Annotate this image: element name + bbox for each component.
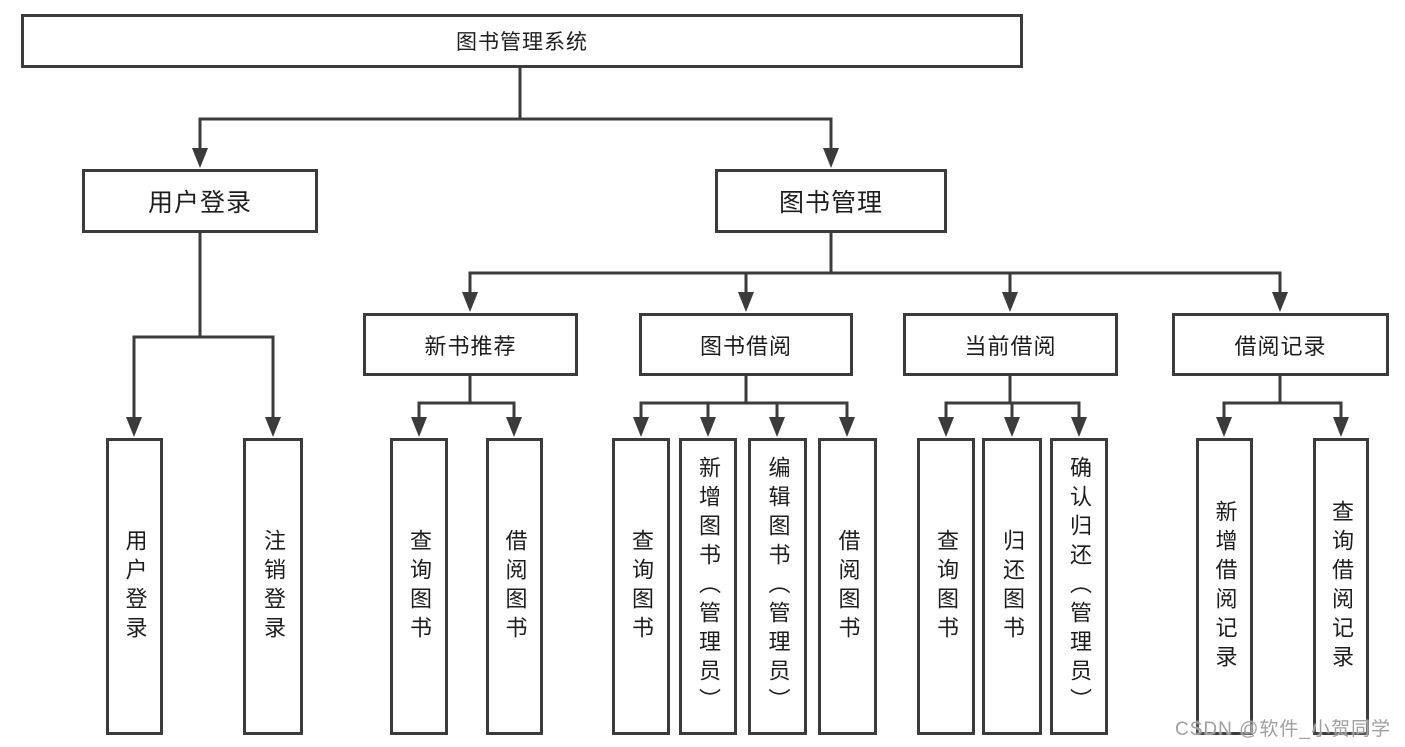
csdn-watermark: CSDN @软件_小贺同学 xyxy=(1175,719,1391,740)
node-borrowing-records: 借阅记录 xyxy=(1172,313,1389,376)
leaf-label: 查询图书 xyxy=(934,528,959,645)
leaf-label: 借阅图书 xyxy=(835,528,861,645)
connector-user-login-to-leaves xyxy=(126,233,281,437)
node-label: 借阅记录 xyxy=(1234,333,1327,359)
node-label: 图书管理 xyxy=(778,189,883,217)
node-user-login: 用户登录 xyxy=(82,169,318,233)
node-book-management: 图书管理 xyxy=(715,169,947,233)
leaf-confirm-return-admin: 确认归还（管理员） xyxy=(1050,438,1108,735)
leaf-query-books-current: 查询图书 xyxy=(917,438,975,735)
leaf-return-book: 归还图书 xyxy=(982,438,1042,735)
node-label: 用户登录 xyxy=(147,189,252,217)
connector-book-mgmt-to-categories xyxy=(462,233,1288,312)
leaf-label: 新增借阅记录 xyxy=(1212,499,1238,674)
leaf-add-book-admin: 新增图书（管理员） xyxy=(679,438,737,735)
leaf-query-books-recommend: 查询图书 xyxy=(390,438,448,735)
leaf-borrow-books: 借阅图书 xyxy=(818,438,877,735)
node-label: 图书借阅 xyxy=(699,333,792,359)
connector-borrow-record-to-leaves xyxy=(1216,376,1349,437)
connector-book-borrow-to-leaves xyxy=(633,376,855,437)
leaf-logout: 注销登录 xyxy=(243,438,303,735)
leaf-label: 注销登录 xyxy=(261,528,286,645)
leaf-label: 归还图书 xyxy=(1000,528,1025,645)
leaf-label: 查询借阅记录 xyxy=(1329,499,1354,674)
leaf-label: 确认归还（管理员） xyxy=(1067,456,1092,717)
node-new-book-recommendation: 新书推荐 xyxy=(363,313,578,376)
connector-root-to-level2 xyxy=(192,68,839,168)
connector-current-borrow-to-leaves xyxy=(938,376,1087,437)
node-label: 图书管理系统 xyxy=(456,31,588,54)
leaf-query-borrow-record: 查询借阅记录 xyxy=(1313,438,1369,735)
leaf-label: 新增图书（管理员） xyxy=(696,456,721,717)
node-label: 当前借阅 xyxy=(964,333,1057,359)
leaf-query-books-borrow: 查询图书 xyxy=(612,438,670,735)
leaf-label: 查询图书 xyxy=(407,528,432,645)
leaf-borrow-books-recommend: 借阅图书 xyxy=(486,438,543,735)
leaf-add-borrow-record: 新增借阅记录 xyxy=(1196,438,1253,735)
node-current-borrowing: 当前借阅 xyxy=(903,313,1118,376)
leaf-edit-book-admin: 编辑图书（管理员） xyxy=(748,438,807,735)
leaf-label: 借阅图书 xyxy=(502,528,528,645)
connector-new-book-to-leaves xyxy=(411,376,522,437)
leaf-user-login: 用户登录 xyxy=(106,438,163,735)
node-library-management-system: 图书管理系统 xyxy=(21,14,1023,68)
leaf-label: 用户登录 xyxy=(122,528,148,645)
leaf-label: 编辑图书（管理员） xyxy=(765,456,791,717)
leaf-label: 查询图书 xyxy=(629,528,654,645)
node-book-borrowing: 图书借阅 xyxy=(639,313,853,376)
node-label: 新书推荐 xyxy=(424,333,517,359)
